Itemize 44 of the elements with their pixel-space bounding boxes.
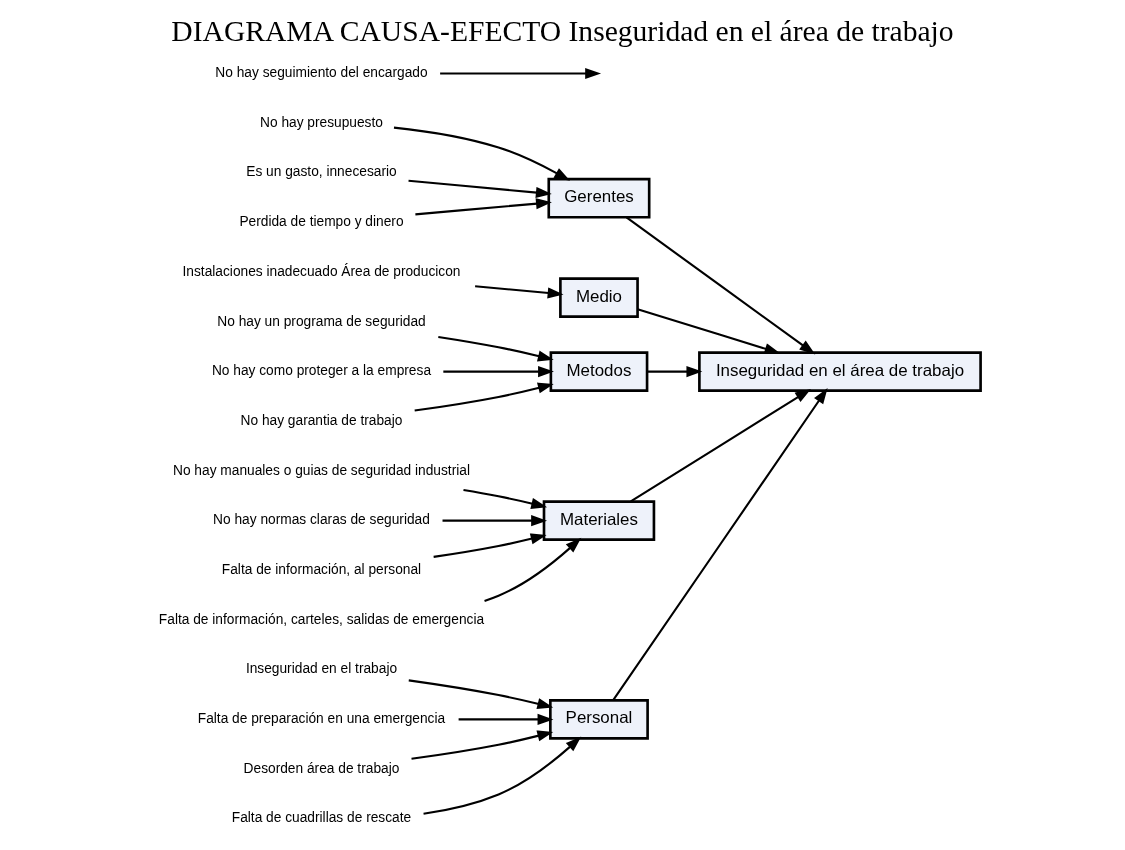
node-text: Desorden área de trabajo — [243, 760, 400, 776]
arrow — [484, 537, 582, 602]
arrow — [443, 365, 554, 377]
node-text: Es un gasto, innecesario — [246, 163, 397, 179]
arrow — [458, 713, 554, 725]
arrow — [393, 126, 571, 181]
node-text: No hay garantia de trabajo — [240, 412, 403, 428]
node-text: Falta de información, al personal — [221, 561, 422, 577]
arrow — [423, 735, 582, 815]
node-text: Falta de cuadrillas de rescate — [231, 809, 412, 825]
arrow — [414, 382, 554, 412]
arrow — [415, 197, 552, 215]
arrow — [625, 216, 816, 354]
node-text: Perdida de tiempo y dinero — [239, 213, 404, 229]
arrow — [463, 488, 548, 509]
node-text: No hay normas claras de seguridad — [213, 511, 430, 527]
node-text: No hay como proteger a la empresa — [211, 362, 432, 378]
node-box: Metodos — [549, 350, 649, 392]
arrow — [612, 387, 828, 701]
node-box: Personal — [549, 698, 649, 740]
arrow — [637, 307, 781, 354]
arrow — [408, 678, 554, 709]
node-text: Instalaciones inadecuado Área de producicon — [182, 263, 461, 279]
node-text: Falta de preparación en una emergencia — [197, 710, 446, 726]
arrow — [647, 365, 703, 377]
diagram-title: DIAGRAMA CAUSA-EFECTO Inseguridad en el área de trabajo — [171, 14, 954, 47]
node-box: Medio — [559, 276, 639, 318]
node-box: Gerentes — [547, 177, 651, 219]
node-text: No hay manuales o guias de seguridad industrial — [172, 462, 470, 478]
node-text: No hay presupuesto — [260, 114, 383, 130]
node-text: Inseguridad en el trabajo — [245, 660, 398, 676]
arrow — [442, 514, 547, 526]
arrow — [630, 388, 812, 502]
arrow — [411, 730, 554, 760]
arrow — [440, 67, 602, 79]
arrow — [433, 532, 547, 558]
node-text: Falta de información, carteles, salidas de emergencia — [158, 611, 485, 627]
node-text: No hay seguimiento del encargado — [215, 64, 428, 80]
node-box: Materiales — [542, 499, 656, 541]
arrow — [475, 284, 564, 298]
arrow — [408, 179, 552, 198]
node-box: Inseguridad en el área de trabajo — [698, 350, 982, 392]
node-text: No hay un programa de seguridad — [217, 313, 426, 328]
arrow — [438, 335, 554, 361]
